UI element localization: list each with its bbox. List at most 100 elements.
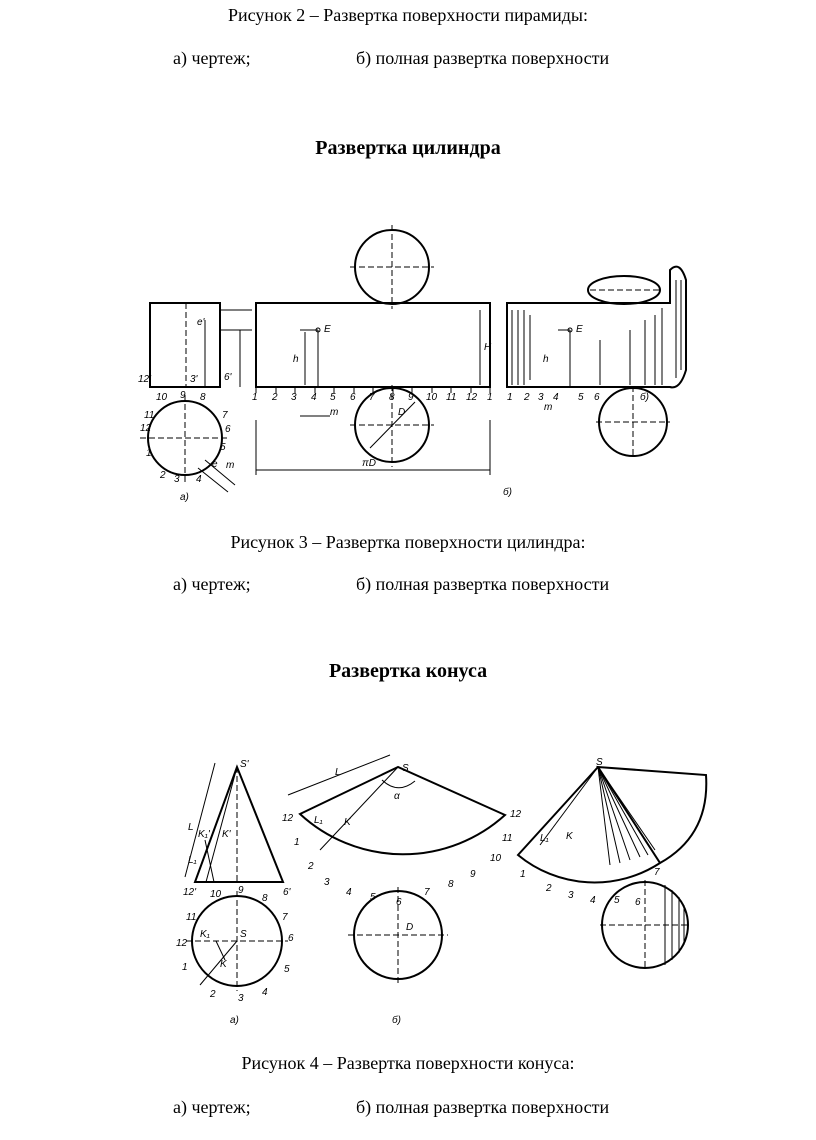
label-m-left: m [226,460,234,471]
label-m-right: m [544,402,552,413]
cone-heading: Развертка конуса [328,660,488,682]
label-m-center: m [330,407,338,418]
svg-text:1: 1 [520,869,526,880]
svg-text:1: 1 [487,392,493,403]
label-a-cyl: а) [180,492,189,503]
svg-text:1: 1 [252,392,258,403]
label-6-prime: 6' [224,372,233,383]
cylinder-3d-numbers: 1 2 3 4 5 6 [507,392,600,403]
svg-text:3: 3 [324,877,330,888]
svg-text:5: 5 [284,964,290,975]
cone-figure: S' L K₁' K' L₁ 12' 6' K₁ K S 10 9 8 11 7… [176,754,708,1026]
fig2-caption: Рисунок 2 – Развертка поверхности пирами… [228,5,588,25]
svg-text:5: 5 [578,392,584,403]
svg-text:3: 3 [291,392,297,403]
cylinder-front-view [149,302,221,388]
svg-text:2: 2 [307,861,314,872]
cylinder-circle-numbers: 9 8 10 11 7 12 6 1 5 2 3 4 [140,390,231,485]
cylinder-figure: e' 12' 3' 6' e m а) 9 8 10 11 7 12 6 1 5… [138,225,687,503]
svg-text:8: 8 [262,893,268,904]
svg-text:3: 3 [568,890,574,901]
label-s-top: S [240,929,247,940]
label-K-prime: K' [222,829,232,840]
svg-text:6: 6 [225,424,231,435]
svg-text:2: 2 [159,470,166,481]
svg-text:3: 3 [538,392,544,403]
svg-text:4: 4 [311,392,317,403]
svg-text:10: 10 [156,392,168,403]
cone-3d-development [516,765,708,884]
cone-circle-numbers: 10 9 8 11 7 12 6 1 5 2 3 4 [176,885,294,1004]
svg-text:6: 6 [594,392,600,403]
svg-text:2: 2 [209,989,216,1000]
svg-text:7: 7 [424,887,430,898]
svg-text:6: 6 [350,392,356,403]
label-e-prime: e' [197,317,206,328]
fig4-caption: Рисунок 4 – Развертка поверхности конуса… [241,1053,575,1073]
label-E-right: E [576,324,583,335]
svg-text:4: 4 [590,895,596,906]
svg-text:1: 1 [146,448,152,459]
svg-text:2: 2 [523,392,530,403]
svg-text:9: 9 [238,885,244,896]
label-h-center: h [293,354,299,365]
fig4-sub-b: б) полная развертка поверхности [356,1097,610,1117]
svg-text:9: 9 [180,390,186,401]
svg-text:5: 5 [370,892,376,903]
label-L-dev: L [335,767,341,778]
label-K1-prime: K₁' [198,829,211,840]
label-alpha: α [394,791,400,802]
fig3-caption: Рисунок 3 – Развертка поверхности цилинд… [230,532,586,552]
cone-development-sector [298,765,507,856]
label-6-prime-cone: 6' [283,887,292,898]
svg-text:7: 7 [222,410,228,421]
fig2-sub-a: а) чертеж; [173,48,251,68]
svg-text:4: 4 [553,392,559,403]
label-L1-3d: L₁ [540,833,549,844]
label-D-cone: D [406,922,413,933]
svg-text:12: 12 [176,938,188,949]
label-s-prime: S' [240,759,250,770]
label-12-prime-cone: 12' [183,887,197,898]
label-K-top: K [220,959,228,970]
cylinder-development-rect [255,302,491,388]
cylinder-3d-top-ellipse [587,275,661,305]
svg-text:11: 11 [446,392,456,403]
label-12-prime: 12' [138,374,152,385]
label-H: H [484,342,492,353]
svg-text:3: 3 [238,993,244,1004]
label-b-cone: б) [392,1014,401,1026]
svg-text:12: 12 [510,809,522,820]
svg-text:1: 1 [507,392,513,403]
svg-text:8: 8 [200,392,206,403]
svg-text:8: 8 [448,879,454,890]
label-L-front: L [188,822,194,833]
svg-text:4: 4 [262,987,268,998]
svg-text:6: 6 [288,933,294,944]
svg-text:12: 12 [140,423,152,434]
cone-3d-sphere-hatching [664,885,685,965]
label-s-3d: S [596,757,603,768]
svg-text:10: 10 [490,853,502,864]
svg-text:7: 7 [282,912,288,923]
cone-3d-numbers: 1 2 3 4 5 6 7 [520,867,660,908]
cone-3d-hatching [539,766,656,866]
label-3-prime: 3' [190,374,199,385]
svg-text:6: 6 [635,897,641,908]
svg-text:1: 1 [294,837,300,848]
label-E-center: E [324,324,331,335]
label-L1-dev: L₁ [314,815,323,826]
svg-text:4: 4 [346,887,352,898]
svg-text:12: 12 [466,392,478,403]
svg-text:7: 7 [369,392,375,403]
svg-text:5: 5 [220,442,226,453]
svg-text:4: 4 [196,474,202,485]
label-B-right: б) [640,391,649,403]
svg-text:11: 11 [186,912,196,923]
svg-text:5: 5 [614,895,620,906]
svg-text:2: 2 [271,392,278,403]
fig3-sub-a: а) чертеж; [173,574,251,594]
svg-text:3: 3 [174,474,180,485]
svg-text:9: 9 [408,392,414,403]
label-e: e [212,459,218,470]
